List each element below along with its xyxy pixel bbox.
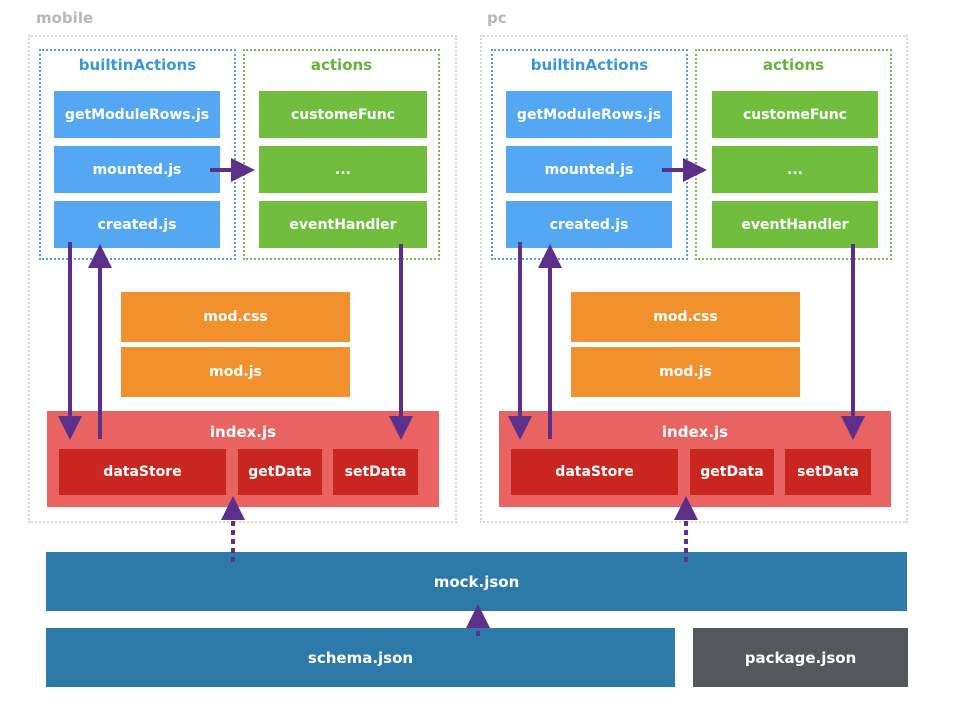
schema-json-bar: schema.json [46, 628, 675, 687]
mobile-ellipsis-node: ... [259, 146, 427, 193]
pc-builtin-actions-group [491, 49, 688, 260]
mock-json-bar: mock.json [46, 552, 907, 611]
mobile-builtin-actions-group [39, 49, 236, 260]
pc-created-node: created.js [506, 201, 672, 248]
pc-datastore-node: dataStore [511, 449, 678, 495]
mobile-mounted-node: mounted.js [54, 146, 220, 193]
pc-setdata-node: setData [785, 449, 871, 495]
pc-getdata-node: getData [690, 449, 774, 495]
pc-actions-group [695, 49, 892, 260]
pc-builtin-actions-title: builtinActions [530, 56, 649, 74]
pc-event-handler-node: eventHandler [712, 201, 878, 248]
pc-panel [480, 35, 908, 523]
mobile-panel-label: mobile [36, 9, 94, 27]
mobile-mod-js-node: mod.js [121, 347, 350, 397]
mobile-actions-title: actions [310, 56, 373, 74]
pc-ellipsis-node: ... [712, 146, 878, 193]
mobile-panel [28, 35, 457, 523]
pc-getmodulerows-node: getModuleRows.js [506, 91, 672, 138]
package-json-bar: package.json [693, 628, 908, 687]
mobile-getmodulerows-node: getModuleRows.js [54, 91, 220, 138]
mobile-builtin-actions-title: builtinActions [78, 56, 197, 74]
pc-mounted-node: mounted.js [506, 146, 672, 193]
pc-mod-css-node: mod.css [571, 292, 800, 342]
pc-index-js-title: index.js [661, 423, 729, 441]
mobile-custome-func-node: customeFunc [259, 91, 427, 138]
mobile-actions-group [243, 49, 440, 260]
mobile-datastore-node: dataStore [59, 449, 226, 495]
mobile-mod-css-node: mod.css [121, 292, 350, 342]
mobile-index-js-title: index.js [209, 423, 277, 441]
mobile-event-handler-node: eventHandler [259, 201, 427, 248]
mobile-getdata-node: getData [238, 449, 322, 495]
pc-mod-js-node: mod.js [571, 347, 800, 397]
pc-actions-title: actions [762, 56, 825, 74]
mobile-setdata-node: setData [333, 449, 418, 495]
mobile-created-node: created.js [54, 201, 220, 248]
pc-panel-label: pc [487, 9, 507, 27]
pc-custome-func-node: customeFunc [712, 91, 878, 138]
